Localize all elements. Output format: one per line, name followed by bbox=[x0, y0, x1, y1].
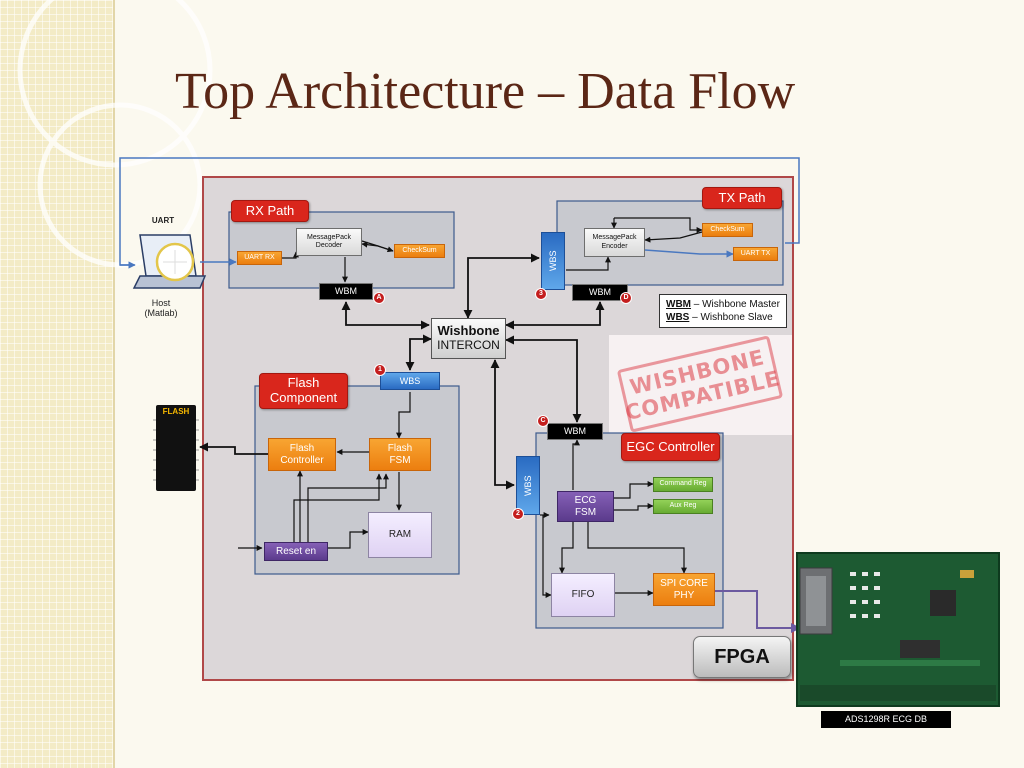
wishbone-intercon-block: Wishbone INTERCON bbox=[431, 318, 506, 359]
tx-out-arrow bbox=[644, 249, 734, 258]
legend-wbs-row: WBS – Wishbone Slave bbox=[666, 311, 773, 325]
host-label: Host (Matlab) bbox=[144, 297, 178, 318]
flash-fsm-block: Flash FSM bbox=[369, 438, 431, 471]
legend-wbm-row: WBM – Wishbone Master bbox=[666, 298, 780, 312]
egc-internal-arrows bbox=[540, 439, 687, 598]
uart-tx-block: UART TX bbox=[733, 247, 778, 261]
rx-internal-arrows bbox=[282, 240, 394, 283]
reset-en-block: Reset en bbox=[264, 542, 328, 561]
aux-reg-block: Aux Reg bbox=[653, 499, 713, 514]
flash-chip-link bbox=[199, 442, 268, 455]
ecg-board-icon bbox=[796, 552, 1000, 707]
legend-wbm-desc: – Wishbone Master bbox=[691, 298, 780, 310]
flash-chip-label: FLASH bbox=[162, 407, 190, 417]
sidebar-edge bbox=[113, 0, 115, 768]
slide-title: Top Architecture – Data Flow bbox=[175, 63, 796, 120]
egc-wbm-block: WBM bbox=[547, 423, 603, 440]
tx-path-header: TX Path bbox=[702, 187, 782, 209]
legend-wbm-abbr: WBM bbox=[666, 298, 691, 310]
uart-label: UART bbox=[151, 216, 175, 226]
tx-wbs-badge: 3 bbox=[535, 288, 547, 300]
flash-internal-arrows bbox=[238, 392, 411, 551]
flash-controller-block: Flash Controller bbox=[268, 438, 336, 471]
tx-internal-arrows bbox=[566, 217, 703, 271]
bus-legend: WBM – Wishbone Master WBS – Wishbone Sla… bbox=[659, 294, 787, 328]
bus-connections bbox=[341, 253, 605, 490]
rx-checksum-block: CheckSum bbox=[394, 244, 445, 258]
legend-wbs-abbr: WBS bbox=[666, 312, 690, 323]
egc-wbs-block: WBS bbox=[516, 456, 540, 515]
messagepack-decoder-block: MessagePack Decoder bbox=[296, 228, 362, 256]
intercon-title: Wishbone bbox=[437, 323, 500, 339]
fifo-block: FIFO bbox=[551, 573, 615, 617]
decorative-circles bbox=[17, 0, 213, 268]
ram-block: RAM bbox=[368, 512, 432, 558]
command-reg-block: Command Reg bbox=[653, 477, 713, 492]
laptop-icon bbox=[132, 234, 207, 289]
ecg-fsm-block: ECG FSM bbox=[557, 491, 614, 522]
messagepack-encoder-block: MessagePack Encoder bbox=[584, 228, 645, 257]
tx-wbs-block: WBS bbox=[541, 232, 565, 290]
legend-wbs-desc: – Wishbone Slave bbox=[689, 312, 773, 323]
egc-wbm-badge: C bbox=[537, 415, 549, 427]
flash-wbs-block: WBS bbox=[380, 372, 440, 390]
intercon-subtitle: INTERCON bbox=[437, 338, 500, 353]
stamp-area bbox=[609, 335, 792, 435]
uart-rx-block: UART RX bbox=[237, 251, 282, 265]
rx-wbm-badge: A bbox=[373, 292, 385, 304]
ecg-board-label: ADS1298R ECG DB bbox=[821, 711, 951, 728]
tx-wbm-badge: D bbox=[620, 292, 632, 304]
spi-core-phy-block: SPI CORE PHY bbox=[653, 573, 715, 606]
egc-controller-header: EGC Controller bbox=[621, 433, 720, 461]
egc-wbs-badge: 2 bbox=[512, 508, 524, 520]
flash-component-header: Flash Component bbox=[259, 373, 348, 409]
tx-checksum-block: CheckSum bbox=[702, 223, 753, 237]
decorative-sidebar bbox=[0, 0, 113, 768]
spi-board-link bbox=[715, 590, 801, 633]
rx-wbm-block: WBM bbox=[319, 283, 373, 300]
fpga-label: FPGA bbox=[693, 636, 791, 678]
flash-chip-icon bbox=[153, 405, 199, 491]
rx-path-header: RX Path bbox=[231, 200, 309, 222]
flash-wbs-badge: 1 bbox=[374, 364, 386, 376]
